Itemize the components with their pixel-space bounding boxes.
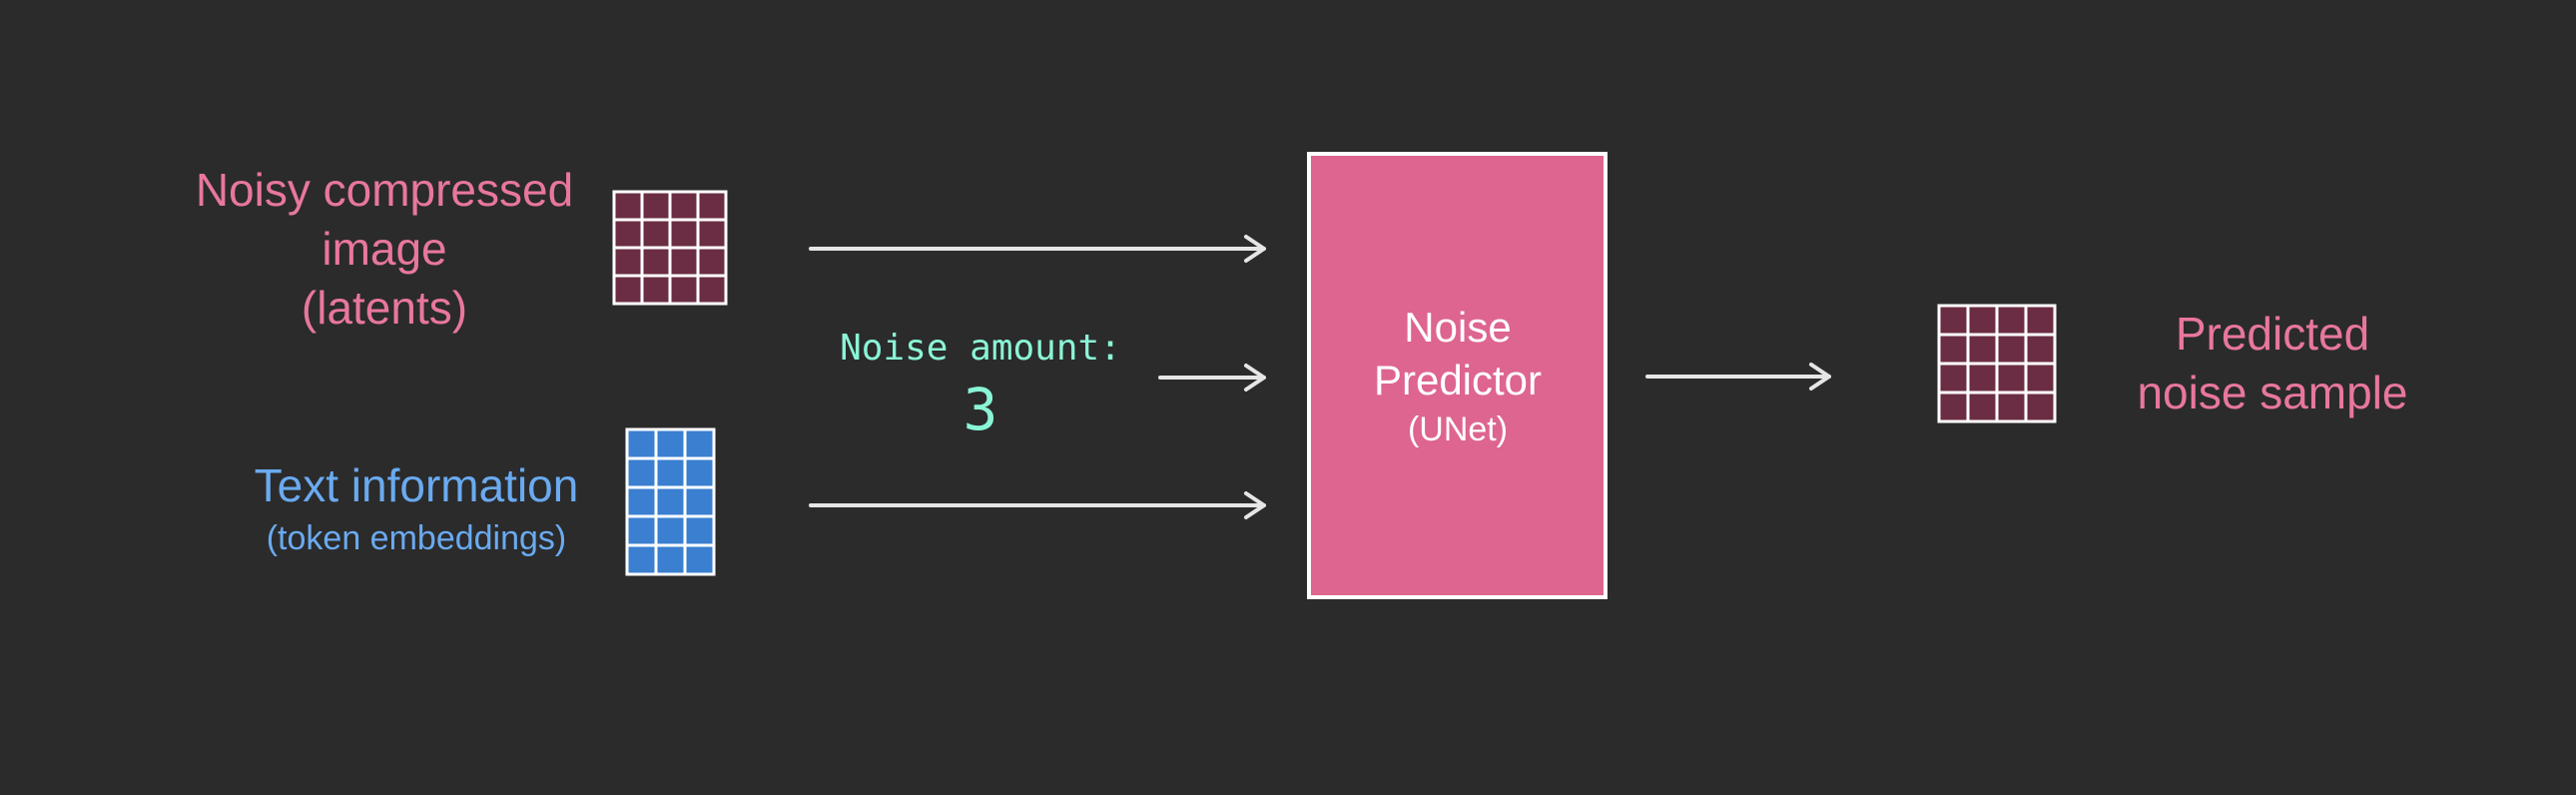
grid-cell bbox=[696, 190, 728, 222]
grid-cell bbox=[625, 543, 658, 576]
grid-cell bbox=[683, 543, 716, 576]
grid-cell bbox=[696, 218, 728, 250]
noise-amount-value: 3 bbox=[964, 376, 998, 443]
grid-cell bbox=[625, 456, 658, 489]
grid-cell bbox=[612, 190, 644, 222]
grid-cell bbox=[683, 485, 716, 518]
text-info-label: Text information (token embeddings) bbox=[255, 459, 579, 557]
noise-predictor-subtitle: (UNet) bbox=[1408, 410, 1508, 448]
grid-cell bbox=[640, 190, 672, 222]
grid-cell bbox=[1966, 304, 1999, 337]
grid-cell bbox=[1995, 391, 2028, 423]
output-label-line-1: Predicted bbox=[2176, 308, 2369, 360]
grid-cell bbox=[668, 190, 700, 222]
arrow-text-to-predictor bbox=[809, 491, 1266, 519]
grid-cell bbox=[668, 246, 700, 278]
noise-predictor-box bbox=[1307, 152, 1608, 599]
noise-predictor-title-line-1: Noise bbox=[1404, 304, 1511, 351]
latents-label-line-2: image bbox=[322, 223, 446, 275]
grid-cell bbox=[625, 485, 658, 518]
grid-cell bbox=[1966, 333, 1999, 366]
grid-cell bbox=[640, 218, 672, 250]
predicted-noise-grid-icon bbox=[1937, 304, 2057, 423]
grid-cell bbox=[1995, 333, 2028, 366]
grid-cell bbox=[612, 218, 644, 250]
noise-amount-label: Noise amount: bbox=[840, 328, 1121, 369]
grid-cell bbox=[1995, 362, 2028, 395]
grid-cell bbox=[683, 456, 716, 489]
latents-grid-icon bbox=[612, 190, 728, 306]
grid-cell bbox=[654, 514, 687, 547]
grid-cell bbox=[612, 246, 644, 278]
arrow-latents-to-predictor bbox=[809, 235, 1266, 263]
grid-cell bbox=[696, 246, 728, 278]
grid-cell bbox=[1995, 304, 2028, 337]
arrow-noise-amount-to-predictor bbox=[1158, 364, 1266, 392]
noise-amount: Noise amount: 3 bbox=[840, 328, 1121, 443]
grid-cell bbox=[1966, 362, 1999, 395]
arrow-predictor-to-output bbox=[1645, 363, 1831, 391]
grid-cell bbox=[625, 427, 658, 460]
grid-cell bbox=[2024, 362, 2057, 395]
grid-cell bbox=[654, 456, 687, 489]
output-label: Predicted noise sample bbox=[2137, 308, 2407, 418]
grid-cell bbox=[640, 246, 672, 278]
grid-cell bbox=[2024, 391, 2057, 423]
grid-cell bbox=[1937, 391, 1970, 423]
text-info-label-main: Text information bbox=[255, 459, 579, 511]
grid-cell bbox=[1937, 304, 1970, 337]
latents-label-line-1: Noisy compressed bbox=[196, 164, 573, 216]
latents-label: Noisy compressed image (latents) bbox=[196, 164, 573, 334]
latents-label-line-3: (latents) bbox=[302, 282, 467, 334]
grid-cell bbox=[654, 485, 687, 518]
grid-cell bbox=[2024, 304, 2057, 337]
grid-cell bbox=[683, 427, 716, 460]
token-embeddings-grid-icon bbox=[625, 427, 716, 576]
grid-cell bbox=[696, 274, 728, 306]
grid-cell bbox=[2024, 333, 2057, 366]
grid-cell bbox=[668, 218, 700, 250]
grid-cell bbox=[654, 427, 687, 460]
grid-cell bbox=[683, 514, 716, 547]
output-label-line-2: noise sample bbox=[2137, 367, 2407, 418]
grid-cell bbox=[625, 514, 658, 547]
grid-cell bbox=[612, 274, 644, 306]
grid-cell bbox=[654, 543, 687, 576]
grid-cell bbox=[668, 274, 700, 306]
grid-cell bbox=[1966, 391, 1999, 423]
grid-cell bbox=[1937, 333, 1970, 366]
noise-predictor-title-line-2: Predictor bbox=[1374, 357, 1542, 403]
text-info-label-sub: (token embeddings) bbox=[267, 519, 567, 557]
grid-cell bbox=[640, 274, 672, 306]
noise-predictor-block: Noise Predictor (UNet) bbox=[1307, 152, 1608, 599]
grid-cell bbox=[1937, 362, 1970, 395]
